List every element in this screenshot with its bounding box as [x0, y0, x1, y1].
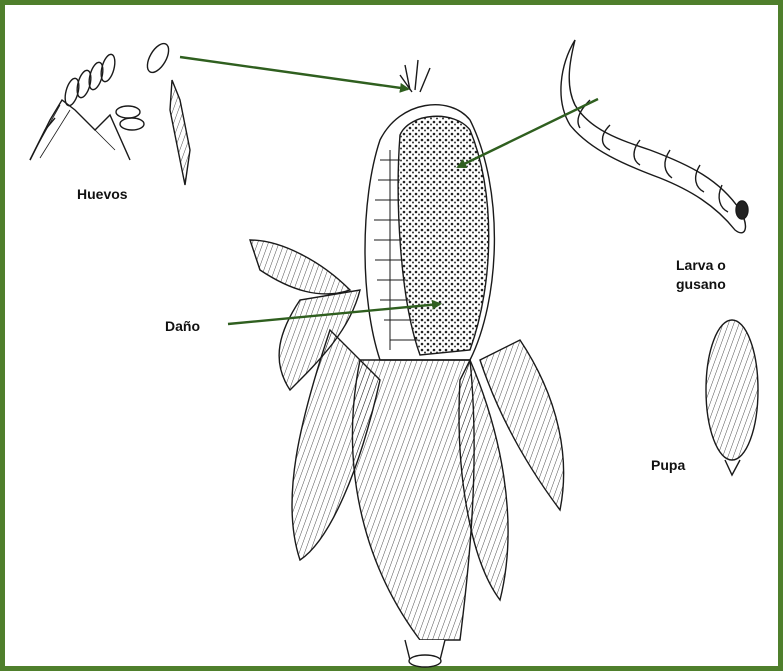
larva-drawing: [561, 40, 748, 233]
eggs-drawing: [30, 40, 190, 185]
larva-label-line1: Larva o: [676, 257, 726, 273]
corn-drawing: [250, 60, 564, 667]
pupa-label: Pupa: [651, 457, 685, 473]
arrow-eggs: [180, 57, 408, 89]
damage-label: Daño: [165, 318, 200, 334]
larva-label-line2: gusano: [676, 276, 726, 292]
pupa-drawing: [706, 320, 758, 475]
eggs-label: Huevos: [77, 186, 128, 202]
